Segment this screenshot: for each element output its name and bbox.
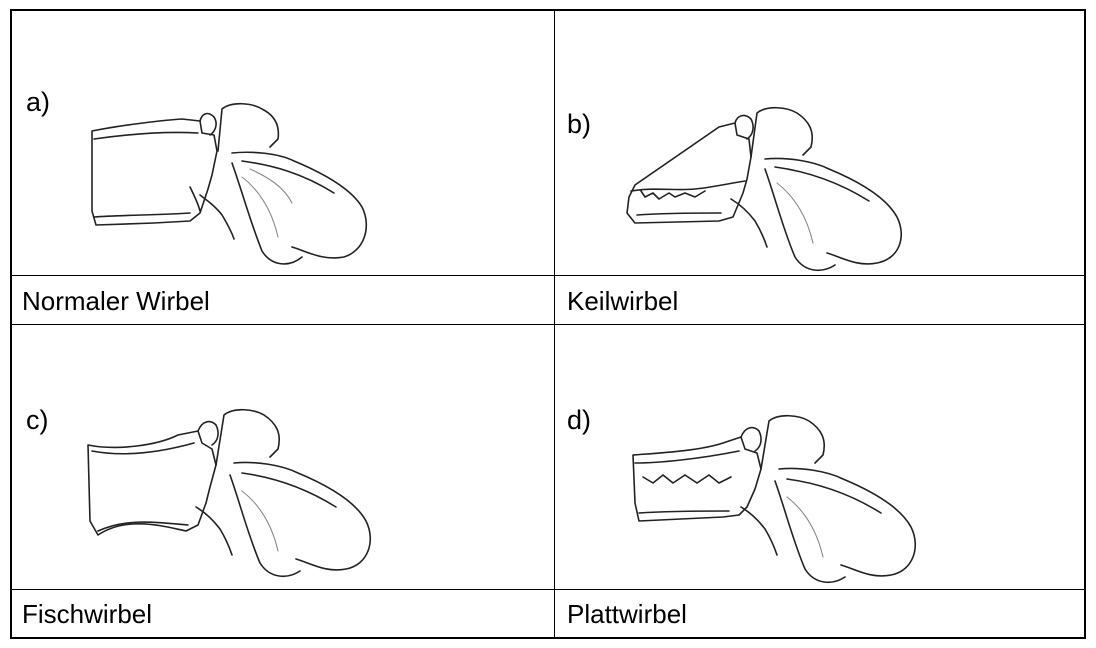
figure-cell-c: c) xyxy=(12,325,554,589)
figure-cell-b: b) xyxy=(555,11,1084,275)
caption-cell-a: Normaler Wirbel xyxy=(12,276,554,324)
vertebra-keilwirbel-illustration xyxy=(615,97,915,275)
caption-plattwirbel: Plattwirbel xyxy=(567,601,687,627)
vertebra-normal-illustration xyxy=(82,91,382,275)
caption-keilwirbel: Keilwirbel xyxy=(567,288,678,314)
figure-letter: a) xyxy=(26,89,50,116)
caption-normaler-wirbel: Normaler Wirbel xyxy=(22,288,210,314)
caption-cell-d: Plattwirbel xyxy=(555,590,1084,637)
caption-fischwirbel: Fischwirbel xyxy=(22,601,152,627)
figure-cell-a: a) xyxy=(12,11,554,275)
figure-letter: b) xyxy=(567,111,591,138)
figure-letter: c) xyxy=(26,407,49,434)
vertebra-table: a) Normaler Wirbel b) xyxy=(10,9,1086,639)
vertebra-fischwirbel-illustration xyxy=(78,395,388,589)
caption-cell-b: Keilwirbel xyxy=(555,276,1084,324)
figure-letter: d) xyxy=(567,407,591,434)
figure-cell-d: d) xyxy=(555,325,1084,589)
vertebra-plattwirbel-illustration xyxy=(619,403,929,589)
caption-cell-c: Fischwirbel xyxy=(12,590,554,637)
table-border-bottom xyxy=(10,637,1086,639)
